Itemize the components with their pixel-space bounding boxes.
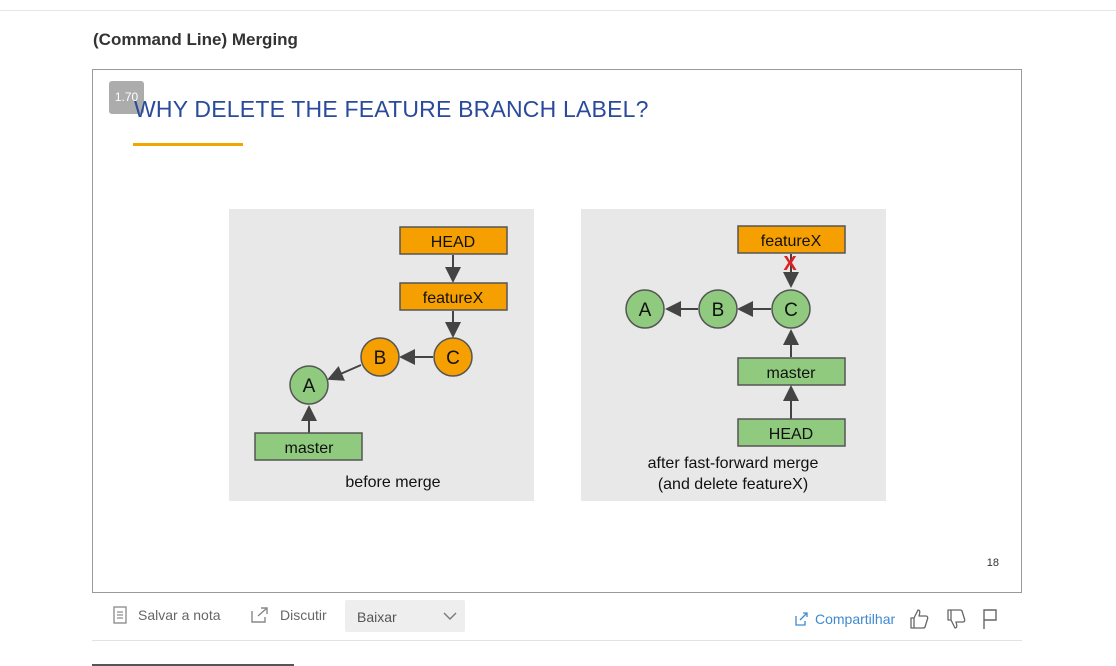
save-note-label: Salvar a nota xyxy=(138,607,221,623)
share-label: Compartilhar xyxy=(815,611,896,627)
before-master-label: master xyxy=(285,440,335,457)
chevron-down-icon xyxy=(443,612,457,620)
slide-viewer[interactable]: 1.70 WHY DELETE THE FEATURE BRANCH LABEL… xyxy=(92,69,1022,593)
top-divider xyxy=(0,10,1116,11)
before-head-label: HEAD xyxy=(431,234,475,251)
playback-speed-badge[interactable]: 1.70 xyxy=(109,81,144,114)
share-button[interactable]: Compartilhar xyxy=(795,611,895,627)
share-link-icon xyxy=(795,612,808,626)
after-commit-a: A xyxy=(639,300,652,321)
deleted-mark: X xyxy=(783,253,797,275)
slide-heading: WHY DELETE THE FEATURE BRANCH LABEL? xyxy=(134,96,649,122)
share-out-icon xyxy=(251,607,268,623)
download-select[interactable]: Baixar xyxy=(345,600,465,632)
thumbs-up-icon[interactable] xyxy=(908,608,930,630)
thumbs-down-icon[interactable] xyxy=(945,608,967,630)
action-bar: Salvar a nota Discutir Baixar Compartilh… xyxy=(92,598,1022,640)
before-commit-b: B xyxy=(374,348,387,369)
slide-number: 18 xyxy=(986,557,999,569)
discuss-button[interactable]: Discutir xyxy=(250,606,327,624)
before-commit-a: A xyxy=(303,376,316,397)
active-tab-indicator xyxy=(92,664,294,666)
note-icon xyxy=(113,606,127,624)
before-commit-c: C xyxy=(446,348,460,369)
before-feature-label: featureX xyxy=(423,290,484,307)
after-head-label: HEAD xyxy=(769,426,813,443)
before-merge-panel: HEAD featureX C B A master before merge xyxy=(229,209,534,501)
merge-diagram: HEAD featureX C B A master before merge xyxy=(229,209,886,501)
discuss-label: Discutir xyxy=(280,607,327,623)
page-title: (Command Line) Merging xyxy=(93,30,298,49)
after-feature-label: featureX xyxy=(761,233,822,250)
before-caption: before merge xyxy=(345,474,440,491)
after-commit-c: C xyxy=(784,300,798,321)
after-caption-line1: after fast-forward merge xyxy=(648,455,819,472)
after-commit-b: B xyxy=(712,300,725,321)
after-master-label: master xyxy=(767,365,817,382)
after-caption-line2: (and delete featureX) xyxy=(658,476,808,493)
action-bar-divider xyxy=(92,640,1022,641)
download-label: Baixar xyxy=(357,609,397,625)
flag-icon[interactable] xyxy=(981,608,999,630)
after-merge-panel: featureX X C B A master HEAD after fast-… xyxy=(581,209,886,501)
heading-underline xyxy=(133,143,243,146)
save-note-button[interactable]: Salvar a nota xyxy=(112,606,221,624)
